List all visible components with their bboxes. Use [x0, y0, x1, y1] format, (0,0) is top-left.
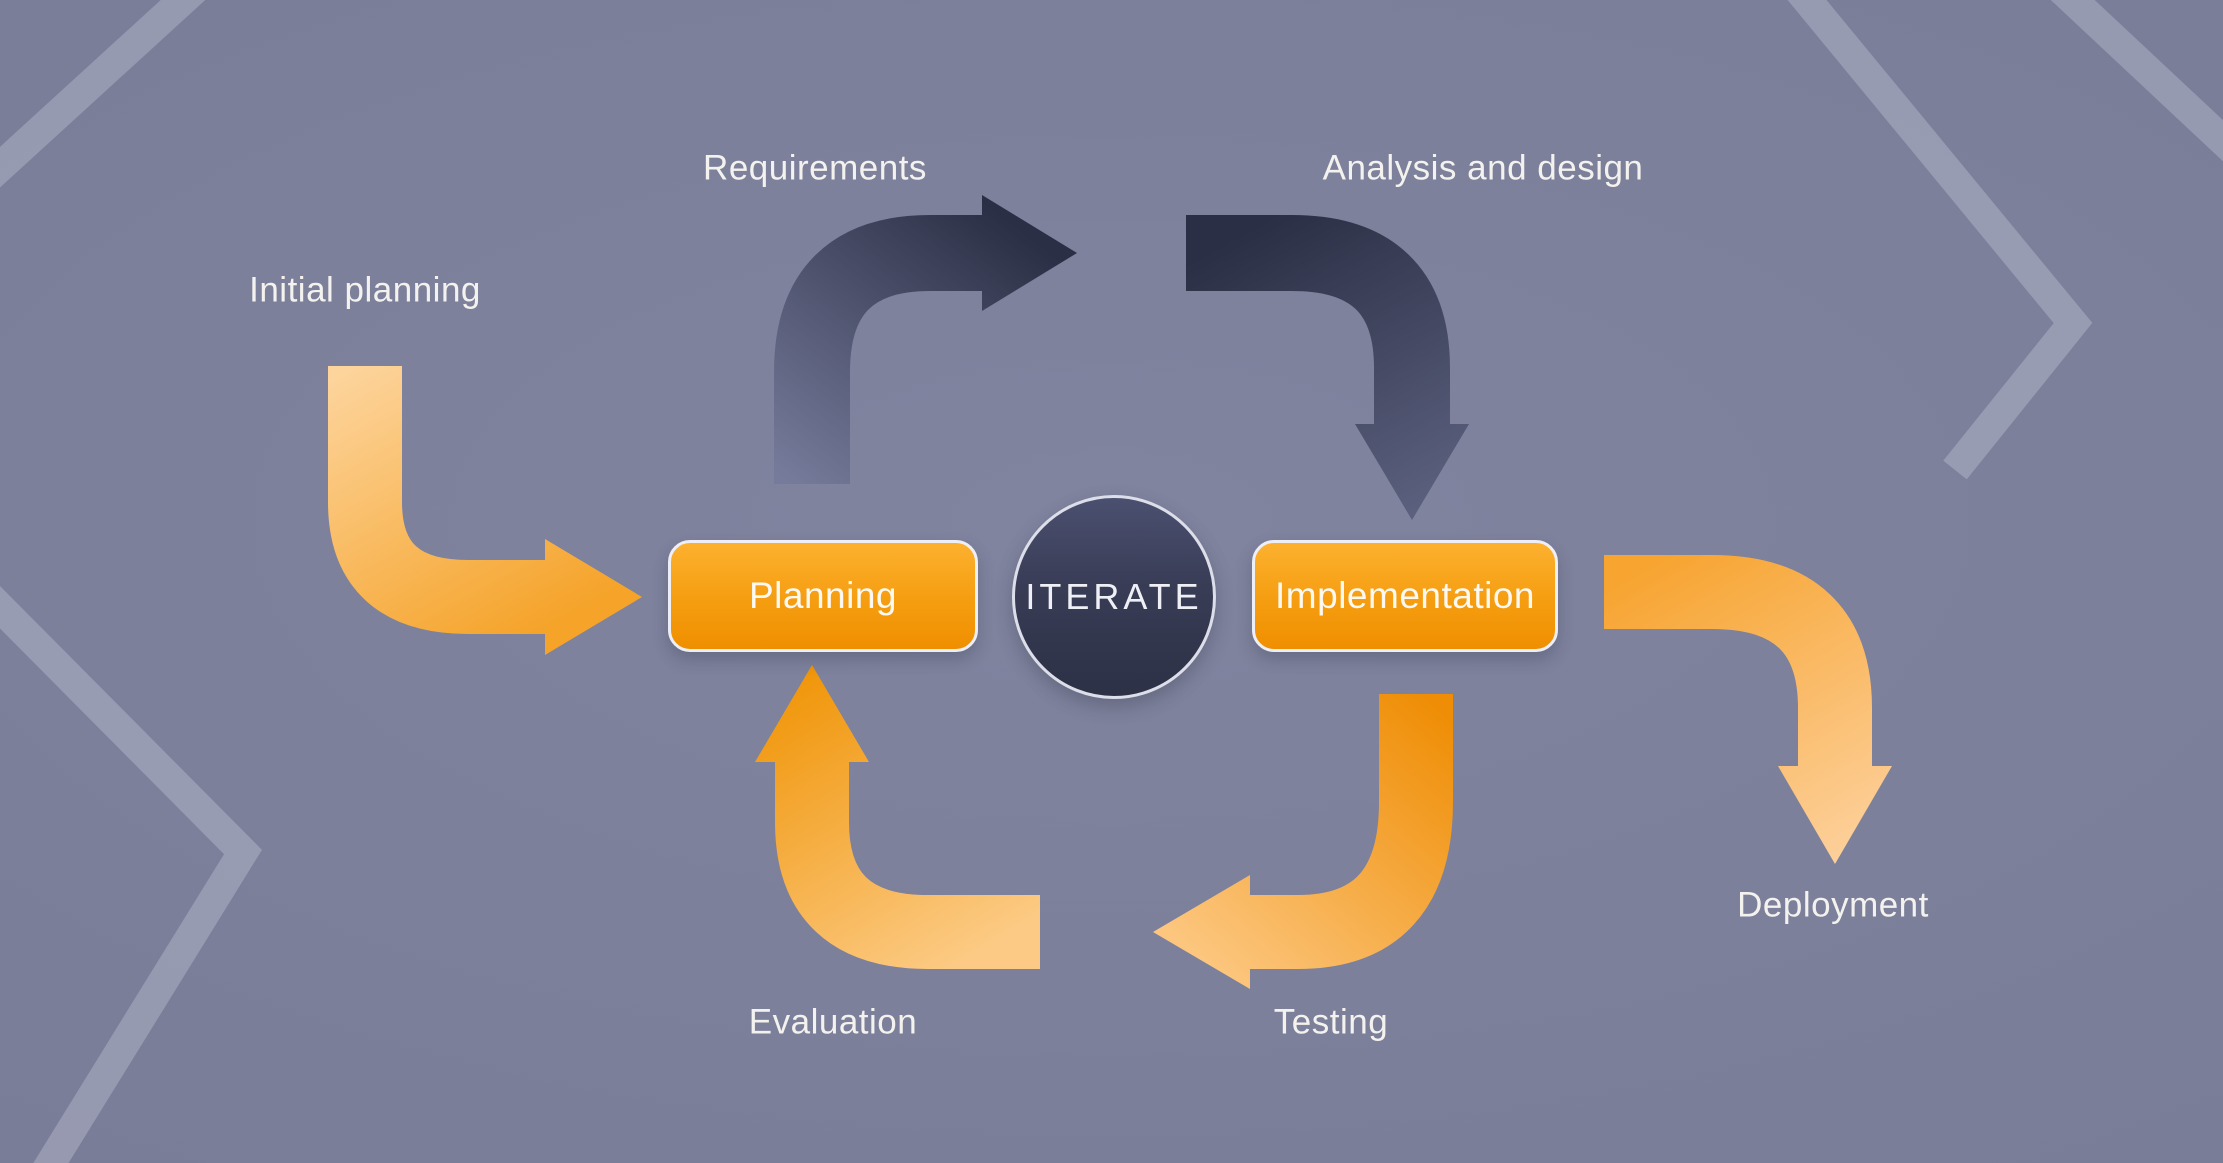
analysis-design-arrow — [1186, 215, 1469, 520]
testing-arrow — [1153, 694, 1453, 989]
implementation-node: Implementation — [1252, 540, 1558, 652]
hexagon-edge-top-left — [0, 0, 206, 188]
label-evaluation: Evaluation — [748, 1002, 918, 1042]
label-initial-planning: Initial planning — [249, 270, 481, 310]
hexagon-chevron-left — [0, 585, 262, 1163]
label-testing: Testing — [1273, 1002, 1389, 1042]
iterate-circle-label: ITERATE — [1025, 576, 1203, 617]
iterate-circle: ITERATE — [1012, 495, 1216, 699]
evaluation-arrow — [755, 665, 1040, 969]
deployment-arrow — [1604, 555, 1892, 864]
hexagon-chevron-right — [1787, 0, 2093, 480]
initial-planning-arrow — [328, 366, 642, 655]
label-deployment: Deployment — [1737, 885, 1929, 925]
label-analysis-and-design: Analysis and design — [1322, 148, 1644, 188]
planning-node-label: Planning — [748, 575, 897, 616]
hexagon-edge-top-right — [2050, 0, 2223, 162]
planning-node: Planning — [668, 540, 978, 652]
label-requirements: Requirements — [703, 148, 927, 188]
requirements-arrow — [774, 195, 1077, 484]
implementation-node-label: Implementation — [1275, 575, 1535, 616]
